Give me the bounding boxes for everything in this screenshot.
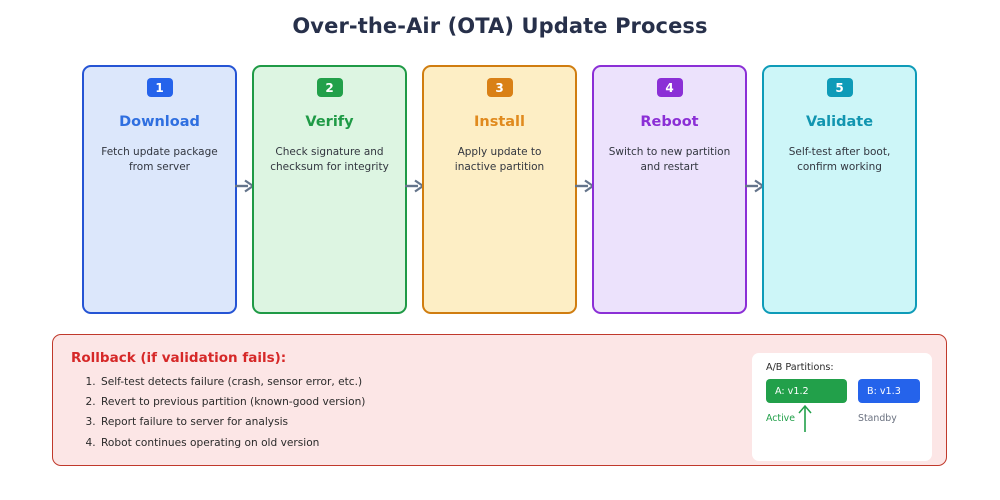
- ab-partitions-title: A/B Partitions:: [766, 362, 834, 373]
- step-description-reboot: Switch to new partition and restart: [608, 145, 731, 174]
- step-card-install[interactable]: 3 Install Apply update to inactive parti…: [422, 65, 577, 314]
- step-badge-5: 5: [826, 78, 853, 97]
- arrow-up-icon: [798, 404, 812, 432]
- flow-arrow-4: [745, 65, 765, 314]
- rollback-panel: Rollback (if validation fails): Self-tes…: [52, 334, 947, 466]
- list-item: Report failure to server for analysis: [99, 417, 365, 428]
- ab-partitions-panel: A/B Partitions: A: v1.2 B: v1.3 Active S…: [752, 353, 932, 461]
- step-description-validate: Self-test after boot, confirm working: [788, 145, 891, 174]
- step-title-validate: Validate: [805, 114, 874, 130]
- flow-arrow-3: [575, 65, 595, 314]
- step-card-reboot[interactable]: 4 Reboot Switch to new partition and res…: [592, 65, 747, 314]
- list-item: Self-test detects failure (crash, sensor…: [99, 377, 365, 388]
- flow-arrow-1: [235, 65, 255, 314]
- step-description-download: Fetch update package from server: [101, 145, 218, 174]
- page-title: Over-the-Air (OTA) Update Process: [292, 14, 708, 38]
- step-title-download: Download: [119, 114, 200, 130]
- step-badge-2: 2: [316, 78, 343, 97]
- rollback-step-list: Self-test detects failure (crash, sensor…: [73, 377, 365, 458]
- step-badge-4: 4: [656, 78, 683, 97]
- step-card-download[interactable]: 1 Download Fetch update package from ser…: [82, 65, 237, 314]
- step-badge-3: 3: [486, 78, 513, 97]
- step-card-validate[interactable]: 5 Validate Self-test after boot, confirm…: [762, 65, 917, 314]
- step-badge-1: 1: [146, 78, 173, 97]
- partition-a-state-label: Active: [766, 413, 795, 424]
- partition-chip-b[interactable]: B: v1.3: [858, 379, 920, 403]
- step-description-install: Apply update to inactive partition: [454, 145, 545, 174]
- step-title-reboot: Reboot: [640, 114, 699, 130]
- flow-arrow-2: [405, 65, 425, 314]
- list-item: Robot continues operating on old version: [99, 437, 365, 449]
- step-description-verify: Check signature and checksum for integri…: [270, 145, 389, 174]
- partition-b-state-label: Standby: [858, 413, 897, 424]
- step-title-verify: Verify: [305, 114, 354, 130]
- partition-chip-a[interactable]: A: v1.2: [766, 379, 847, 403]
- ota-step-flow: 1 Download Fetch update package from ser…: [82, 65, 918, 314]
- step-title-install: Install: [473, 114, 525, 130]
- step-card-verify[interactable]: 2 Verify Check signature and checksum fo…: [252, 65, 407, 314]
- list-item: Revert to previous partition (known-good…: [99, 397, 365, 408]
- rollback-title: Rollback (if validation fails):: [71, 350, 287, 366]
